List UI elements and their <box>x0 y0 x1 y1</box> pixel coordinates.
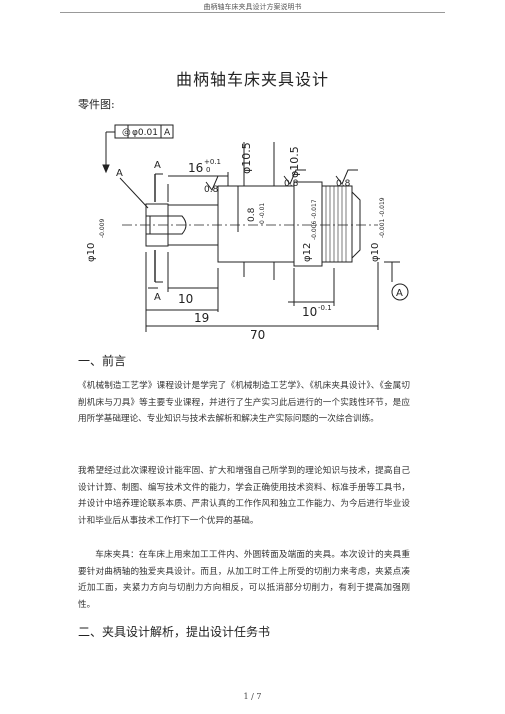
roughness-1: 0.8 <box>204 185 219 195</box>
document-title: 曲柄轴车床夹具设计 <box>175 70 329 89</box>
page-number: 1 / 7 <box>243 692 262 701</box>
dim-16: 16 <box>188 161 203 175</box>
datum-a: A <box>396 288 403 299</box>
dim-phi-10-5-b: φ10.5 <box>288 146 301 178</box>
feature-control-frame <box>102 124 174 174</box>
dim-0-8-tol: 0 -0.01 <box>259 203 266 224</box>
dim-phi-10-left: φ10 <box>86 243 97 262</box>
roughness-3: 0.8 <box>336 179 351 189</box>
header-divider <box>60 12 445 13</box>
section-heading-task: 二、夹具设计解析，提出设计任务书 <box>78 625 271 639</box>
part-drawing: ◎ φ0.01 A A A A 16 +0.1 0 0.8 0.8 0.8 0.… <box>86 124 409 342</box>
dim-phi-10-right: φ10 <box>370 243 381 262</box>
running-header: 曲柄轴车床夹具设计方案说明书 <box>203 3 302 11</box>
dim-0-8: 0.8 <box>247 207 257 222</box>
roughness-2: 0.8 <box>284 179 299 189</box>
intro-paragraph-2: 我希望经过此次课程设计能牢固、扩大和增强自己所学到的理论知识与技术，提高自己设计… <box>78 466 410 526</box>
dim-70: 70 <box>250 328 265 342</box>
fcf-symbol: ◎ <box>122 127 131 138</box>
dim-phi-12-tol: -0.006 -0.017 <box>311 199 318 240</box>
fcf-datum: A <box>164 128 171 138</box>
fcf-tolerance: φ0.01 <box>132 128 158 138</box>
dim-10-top: 10 <box>178 292 193 306</box>
section-heading-intro: 一、前言 <box>78 354 127 368</box>
dim-phi-10-5-a: φ10.5 <box>240 142 253 174</box>
dim-19: 19 <box>194 311 209 325</box>
dim-phi-10-left-tol: -0.009 <box>99 218 106 238</box>
intro-paragraph-1: 《机械制造工艺学》课程设计是学完了《机械制造工艺学》、《机床夹具设计》、《金属切… <box>78 381 410 425</box>
dim-phi-10-right-tol: -0.001 -0.019 <box>379 197 386 238</box>
label-a-bottom: A <box>154 292 161 303</box>
dim-16-tol: +0.1 <box>204 158 221 166</box>
dim-10-bottom: 10 <box>302 305 317 319</box>
intro-paragraph-3: 车床夹具：在车床上用来加工工件内、外圆转面及端面的夹具。本次设计的夹具重要针对曲… <box>78 550 410 610</box>
label-a-leader: A <box>116 168 123 179</box>
part-drawing-label: 零件图: <box>78 98 115 111</box>
dim-phi-12: φ12 <box>302 243 313 262</box>
dim-10-bottom-tol: -0.1 <box>318 304 332 312</box>
label-a-top: A <box>154 160 161 171</box>
dim-16-tol0: 0 <box>206 166 210 174</box>
